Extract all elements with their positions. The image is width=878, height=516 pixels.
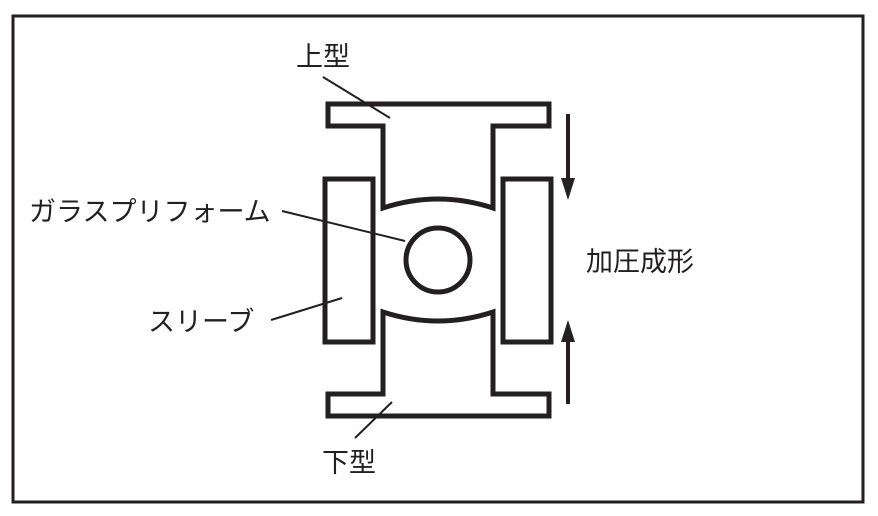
up-arrow-icon	[561, 320, 575, 404]
sleeve-right	[500, 176, 554, 345]
upper-mold-leader	[322, 76, 391, 119]
upper-mold-label: 上型	[296, 42, 350, 73]
glass-preform-label: ガラスプリフォーム	[29, 197, 271, 228]
lower-mold-shape	[325, 308, 552, 419]
sleeve-leader	[270, 297, 343, 321]
upper-mold-shape	[325, 101, 552, 212]
sleeve-label: スリーブ	[148, 307, 254, 338]
lower-mold-leader	[354, 401, 393, 439]
sleeve-left	[322, 176, 376, 345]
glass-preform-circle	[403, 225, 473, 295]
press-molding-label: 加圧成形	[586, 247, 694, 278]
glass-preform-leader	[281, 210, 406, 242]
down-arrow-icon	[561, 114, 575, 200]
outer-frame	[11, 14, 865, 504]
lower-mold-label: 下型	[322, 448, 376, 479]
